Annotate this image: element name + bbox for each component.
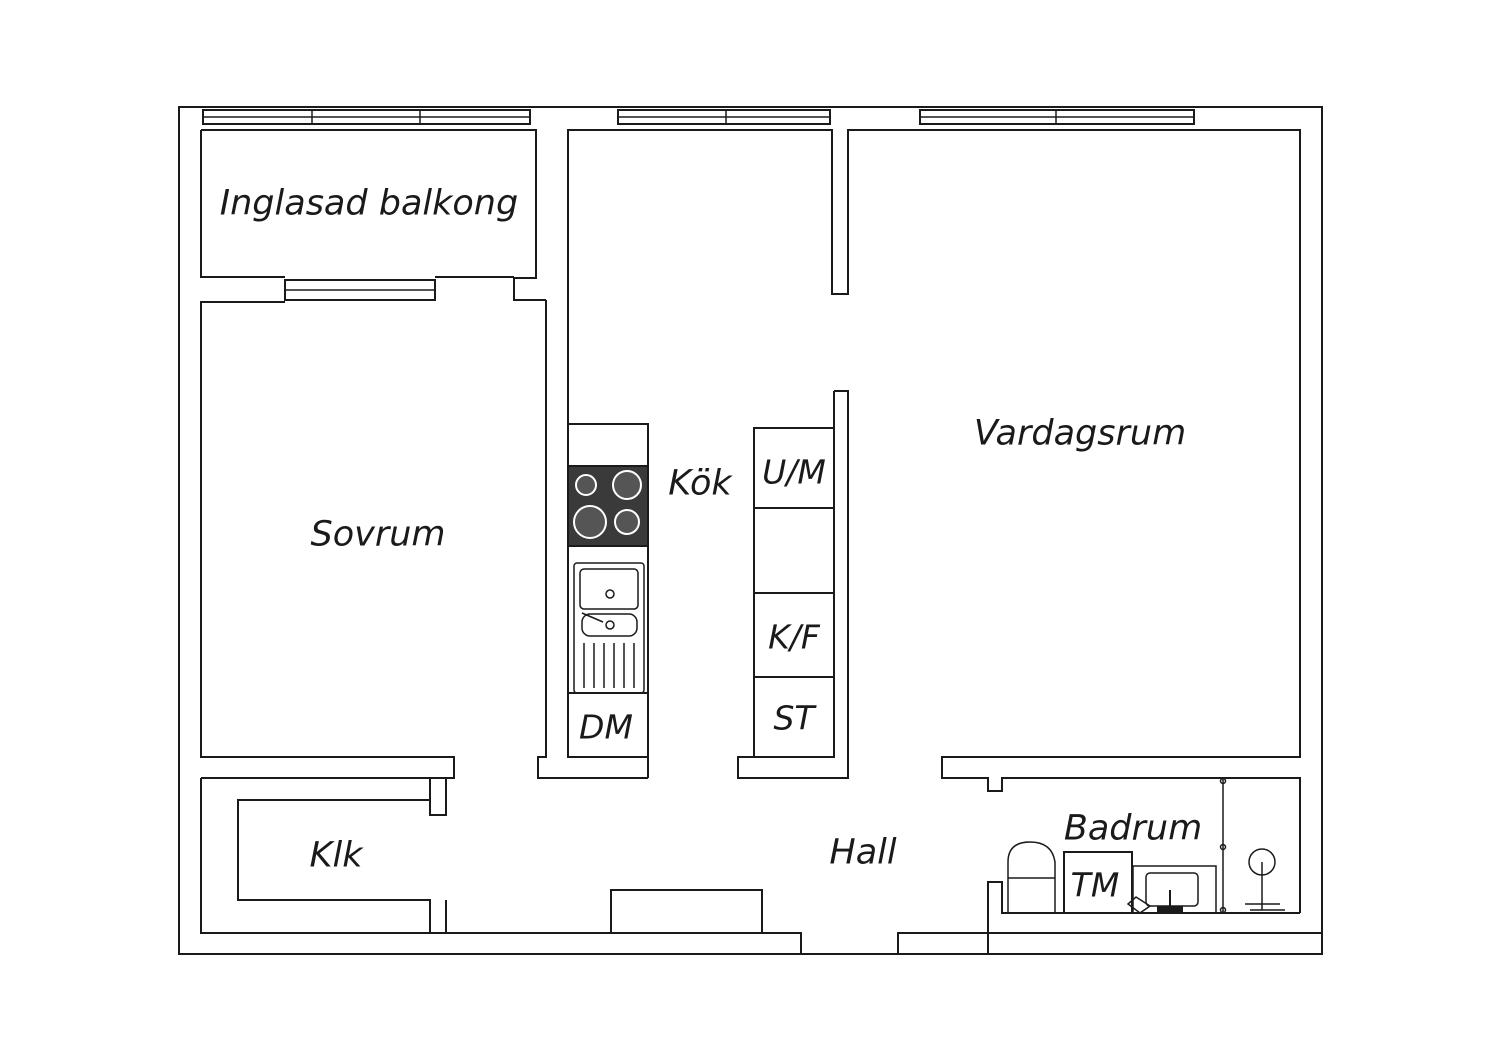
sink-icon	[573, 562, 645, 694]
room-label-living-room: Vardagsrum	[973, 413, 1187, 454]
room-label-bathroom: Badrum	[1063, 808, 1203, 849]
toilet-icon	[1007, 841, 1056, 913]
room-label-bedroom: Sovrum	[310, 514, 446, 555]
bedroom-wall	[200, 301, 455, 779]
bathroom-wall	[897, 932, 1322, 954]
room-label-kitchen: Kök	[668, 463, 732, 504]
window-living-room	[919, 109, 1195, 125]
balcony-wall	[201, 129, 546, 301]
kitchen-wall-left	[567, 129, 1301, 913]
burner-icon	[614, 509, 640, 535]
outer-wall	[178, 106, 1323, 955]
window-bedroom-balcony	[284, 279, 436, 301]
hall-bench	[610, 889, 763, 934]
washbasin-icon	[1126, 865, 1217, 914]
room-label-closet: Klk	[309, 835, 363, 876]
window-kitchen	[617, 109, 831, 125]
shower-icon	[1219, 777, 1285, 914]
fixture-label-um: U/M	[762, 452, 826, 492]
room-label-hall: Hall	[829, 832, 897, 873]
fixture-label-tm: TM	[1070, 865, 1120, 905]
burner-icon	[573, 505, 607, 539]
fixture-label-st: ST	[773, 698, 815, 738]
fixture-label-kf: K/F	[768, 617, 820, 657]
washing-machine	[1063, 851, 1133, 914]
fixture-label-dm: DM	[579, 707, 633, 747]
burner-icon	[575, 474, 597, 496]
room-label-balcony: Inglasad balkong	[219, 183, 519, 224]
window-balcony	[202, 109, 531, 125]
burner-icon	[612, 470, 642, 500]
